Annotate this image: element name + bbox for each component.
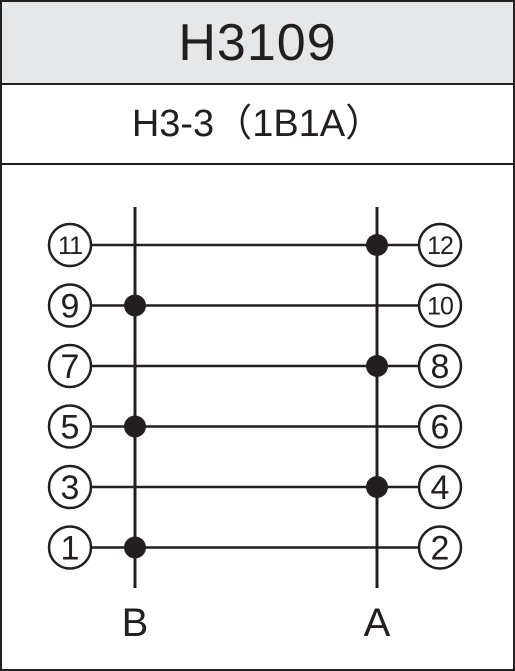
terminal-5-circle — [47, 404, 93, 449]
terminal-4-circle — [417, 464, 463, 510]
terminal-11-circle — [47, 222, 93, 268]
terminal-5-number: 5 — [61, 409, 80, 447]
terminal-1-number: 1 — [61, 530, 80, 568]
junction-dot-b-1-2 — [124, 536, 146, 559]
junction-dot-b-5-6 — [124, 415, 146, 438]
terminal-12-circle — [417, 222, 463, 268]
configuration-row: H3-3（1B1A） — [2, 85, 513, 165]
terminal-3-circle — [47, 464, 93, 510]
terminal-7-circle — [47, 343, 93, 389]
terminal-3-number: 3 — [61, 469, 80, 507]
terminal-4-number: 4 — [431, 469, 450, 507]
terminal-6-circle — [417, 404, 463, 449]
junction-dot-a-7-8 — [366, 355, 388, 377]
junction-dot-a-3-4 — [366, 476, 388, 498]
junction-dot-b-9-10 — [124, 294, 146, 317]
terminal-8-number: 8 — [431, 348, 450, 386]
terminal-9-number: 9 — [61, 288, 80, 326]
terminal-1-circle — [47, 525, 93, 570]
model-header: H3109 — [2, 2, 513, 85]
model-number: H3109 — [178, 13, 337, 72]
configuration-label: H3-3（1B1A） — [131, 103, 384, 145]
terminal-8-circle — [417, 343, 463, 389]
junction-dot-a-11-12 — [366, 234, 388, 256]
terminal-10-circle — [417, 283, 463, 328]
terminal-9-circle — [47, 283, 93, 328]
terminal-11-number: 11 — [58, 232, 82, 260]
terminal-7-number: 7 — [61, 348, 80, 386]
bus-label-b: B — [122, 601, 149, 645]
terminal-2-number: 2 — [431, 530, 450, 568]
bus-label-a: A — [364, 601, 391, 645]
terminal-10-number: 10 — [427, 293, 453, 321]
terminal-2-circle — [417, 525, 463, 570]
terminal-6-number: 6 — [431, 409, 450, 447]
terminal-12-number: 12 — [427, 232, 453, 260]
